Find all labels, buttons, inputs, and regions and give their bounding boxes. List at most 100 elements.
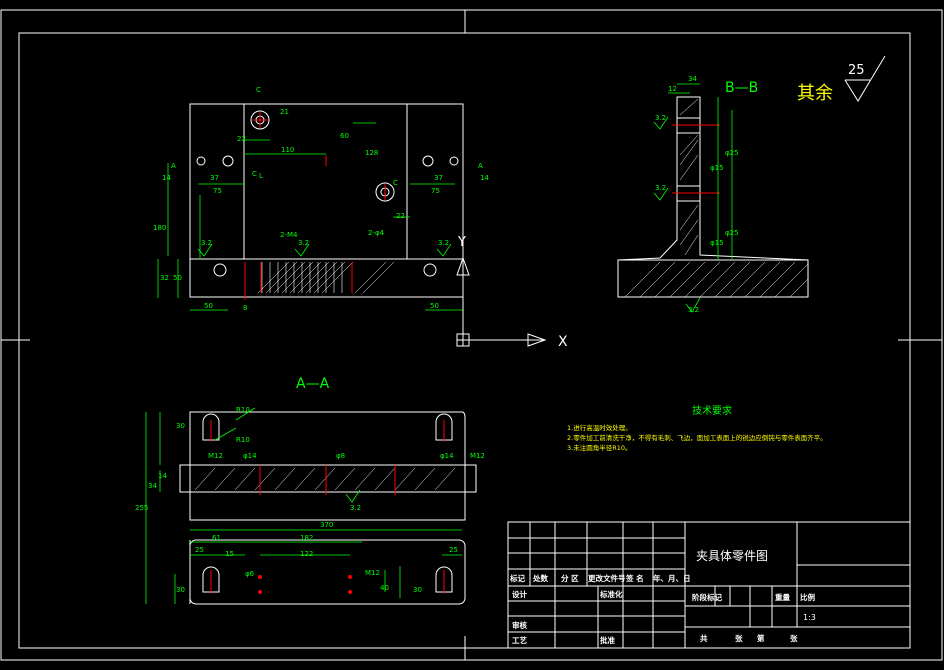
section-c-top: C [256,86,261,94]
section-c-mid: C [393,179,398,187]
roughness-rest-label: 其余 [797,83,833,104]
aa-dim-40: 40 [380,584,389,592]
aa-dim-phi14a: φ14 [243,452,257,460]
bb-hatch [624,98,809,298]
top-view-dim-lines [157,122,463,311]
top-hole-2 [375,182,395,202]
title-block: 夹具体零件图 标记 处数 分 区 更改文件号 签 名 年、月、日 设计 标准化 … [507,521,911,649]
section-bb-title: B—B [725,80,758,96]
aa-dim-61: 61 [212,534,221,542]
top-view-hatch [261,262,343,293]
section-a-right: A [478,162,483,170]
bb-dim-phi25b: φ25 [725,229,739,237]
aa-dim-370: 370 [320,521,333,529]
aa-hole-d [348,590,352,594]
dim-75b: 75 [431,187,440,195]
dim-21: 21 [280,108,289,116]
bb-dim-phi15a: φ15 [710,164,724,172]
top-view-hatch-diag [257,261,395,294]
tb-standardize: 标准化 [599,589,623,599]
dim-32: 32 [160,274,169,282]
drawing-frame [0,9,943,661]
axis-y-label: Y [457,235,466,250]
aa-hole-b [258,590,262,594]
tb-signature: 签 名 [625,573,644,583]
aa-dim-30a: 30 [176,422,185,430]
dim-50c: 50 [173,274,182,282]
aa-dim-34: 34 [148,482,157,490]
top-view: 21 22 110 60 128 37 75 14 37 75 14 22 18… [153,86,489,312]
tb-scale-value: 1:3 [803,613,816,622]
aa-upper-outline [189,411,466,521]
tb-design: 设计 [512,589,527,599]
bb-dim-phi25a: φ25 [725,149,739,157]
tb-ratio: 比例 [800,592,815,602]
section-aa-view: A—A [135,376,485,605]
tb-change-doc: 更改文件号 [588,573,626,583]
rough-3-2-c: 3.2 [438,239,449,247]
bb-rough-c: 3.2 [688,306,699,314]
aa-dim-phi14b: φ14 [440,452,454,460]
section-a-left: A [171,162,176,170]
aa-dim-182: 182 [300,534,313,542]
axis-x-label: X [558,334,568,350]
aa-dim-m12c: M12 [365,569,380,577]
aa-dim-lines [145,407,462,604]
dim-60: 60 [340,132,349,140]
dim-22a: 22 [237,135,246,143]
tb-review: 审核 [512,620,527,630]
bb-rough-a: 3.2 [655,114,666,122]
tb-sheet2: 张 [790,634,798,643]
title-block-border [507,521,911,649]
dim-37a: 37 [210,174,219,182]
tech-req-line-1: 1.进行高温时效处理。 [567,423,632,432]
tech-requirements: 技术要求 1.进行高温时效处理。 2.零件加工前清洗干净，不得有毛刺、飞边，面加… [567,404,827,452]
dim-8: 8 [243,304,247,312]
tech-req-line-3: 3.未注圆角半径R10。 [567,443,632,452]
roughness-rest-symbol [844,55,886,102]
aa-dim-m12b: M12 [470,452,485,460]
aa-dim-255: 255 [135,504,148,512]
rough-3-2-a: 3.2 [201,239,212,247]
dim-50b: 50 [430,302,439,310]
tb-no: 第 [757,633,765,643]
rough-3-2-b: 3.2 [298,239,309,247]
outer-sheet-border [0,9,943,661]
bb-dim-34: 34 [688,75,697,83]
section-l-left: L [259,172,263,180]
dim-110: 110 [281,146,294,154]
aa-dim-m12a: M12 [208,452,223,460]
aa-dim-122: 122 [300,550,313,558]
bb-section-outline [617,96,809,298]
dim-37b: 37 [434,174,443,182]
dim-14a: 14 [162,174,171,182]
aa-dim-25a: 25 [195,546,204,554]
callout-2-phi4: 2-φ4 [368,229,385,237]
aa-hatch [194,467,456,491]
aa-dim-14: 14 [158,472,167,480]
dim-22b: 22 [396,212,405,220]
tb-date: 年、月、日 [653,573,691,583]
bb-rough-b: 3.2 [655,184,666,192]
aa-dim-15: 15 [225,550,234,558]
aa-dim-25b: 25 [449,546,458,554]
tb-zone: 分 区 [561,573,579,583]
tech-req-heading: 技术要求 [692,404,732,417]
bb-dim-12: 12 [668,85,677,93]
dim-14b: 14 [480,174,489,182]
top-hole-1 [250,110,270,130]
aa-hole-a [258,575,262,579]
aa-dim-30b: 30 [176,586,185,594]
tb-weight: 重量 [775,592,790,602]
section-aa-title: A—A [296,376,330,392]
tb-stage-mark: 阶段标记 [692,592,722,602]
callout-2-m4: 2-M4 [280,231,298,239]
title-block-name: 夹具体零件图 [696,549,768,563]
tb-process: 工艺 [512,635,527,645]
tb-total: 共 [700,633,708,643]
dim-128: 128 [365,149,378,157]
aa-dim-r10b: R10 [236,436,250,444]
aa-rough-3-2: 3.2 [350,504,361,512]
section-bb-view: B—B 其余 25 [617,55,886,314]
tb-count: 处数 [532,573,548,583]
